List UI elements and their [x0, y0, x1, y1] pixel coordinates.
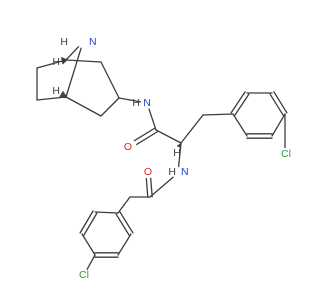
atom-label-n-bridge: N	[89, 36, 97, 48]
bond-layer	[36, 46, 288, 270]
bond-C_carbonyl2-O_2-b	[145, 178, 149, 198]
bond-C_b2-H_b2-hash-1	[63, 94, 67, 99]
bond-C_carbonyl1-O_1-b	[136, 131, 158, 146]
bond-Ar1_c1-Ar1_c2-b	[230, 91, 246, 114]
bond-C_b2-H_b2-hash-2	[62, 93, 66, 98]
bond-Ar2_c2-Ar2_c3	[117, 233, 132, 256]
bond-Ar1_c4-Ar1_c5	[271, 113, 286, 137]
bond-C_carbonyl2-O_2-a	[150, 177, 153, 198]
bond-Ar2_c4-Cl_2	[86, 254, 96, 270]
bond-Ar2_c6-Ar2_c1	[94, 211, 119, 214]
bond-N_bridge-C_b1	[65, 46, 80, 61]
atom-label-n-amide1: N	[143, 97, 151, 109]
bond-Ar2_c4-Ar2_c5	[81, 233, 96, 256]
bond-C_carbonyl1-C_alpha	[155, 129, 182, 144]
bond-N_bridge-C_b2	[65, 47, 82, 98]
bond-C_r1-C_r3	[100, 61, 120, 99]
bond-C_alpha-C_beta	[180, 114, 204, 144]
bond-Ar1_c1-Ar1_c2-a	[234, 93, 250, 116]
bond-Ar1_c3-Ar1_c4-a	[269, 93, 284, 116]
bond-C_beta-Ar1_c1	[202, 113, 234, 116]
bond-C_b2-H_b2-hash-4	[59, 91, 64, 98]
bond-C_r5-C_b2	[65, 96, 102, 117]
bond-N_amide2-C_carbonyl2	[149, 176, 174, 198]
atom-label-cl-1: Cl	[281, 148, 291, 160]
atom-label-h-na2: H	[168, 166, 176, 178]
bond-C_r3-N_amide1	[118, 97, 142, 103]
bond-Ar2_c5-Ar2_c6-b	[79, 210, 94, 234]
bond-C_b1-H_b1-hash-4	[61, 57, 64, 65]
atom-label-o-1: O	[124, 141, 132, 153]
bond-C_ch2-Ar2_c1	[117, 196, 131, 214]
bond-C_carbonyl1-O_1-a	[133, 127, 156, 142]
atom-label-n-amide2: N	[181, 166, 189, 178]
bond-Ar1_c3-Ar1_c4-b	[273, 91, 288, 114]
atom-label-h-na1: H	[132, 97, 140, 109]
atom-label-cl-2: Cl	[79, 269, 89, 281]
bond-C_b2-H_b2-hash-0	[65, 95, 67, 99]
bond-C_b2-H_b2-hash-3	[60, 92, 65, 98]
bond-Ar2_c1-Ar2_c2-b	[119, 211, 134, 234]
bond-C_b1-C_e1	[36, 59, 67, 69]
bond-C_b1-H_b1-hash-2	[63, 57, 66, 63]
bond-C_alpha-H_alpha-wedge	[176, 143, 182, 149]
atom-label-h-alpha: H	[173, 147, 181, 159]
atom-label-h-b1: H	[52, 56, 60, 68]
bond-C_r3-C_r5	[100, 97, 120, 117]
bond-Ar2_c1-Ar2_c2-a	[115, 213, 130, 236]
bond-C_b1-H_b1-hash-3	[62, 57, 65, 64]
atom-label-h-nb: H	[60, 36, 68, 48]
atom-label-h-b2: H	[52, 85, 60, 97]
bond-N_amide1-C_carbonyl1	[148, 108, 157, 131]
atom-label-o-2: O	[144, 166, 152, 178]
bond-Ar1_c6-Ar1_c1	[232, 113, 248, 137]
bond-Ar2_c5-Ar2_c6-a	[83, 212, 98, 236]
bond-C_b1-C_r1	[65, 59, 102, 63]
